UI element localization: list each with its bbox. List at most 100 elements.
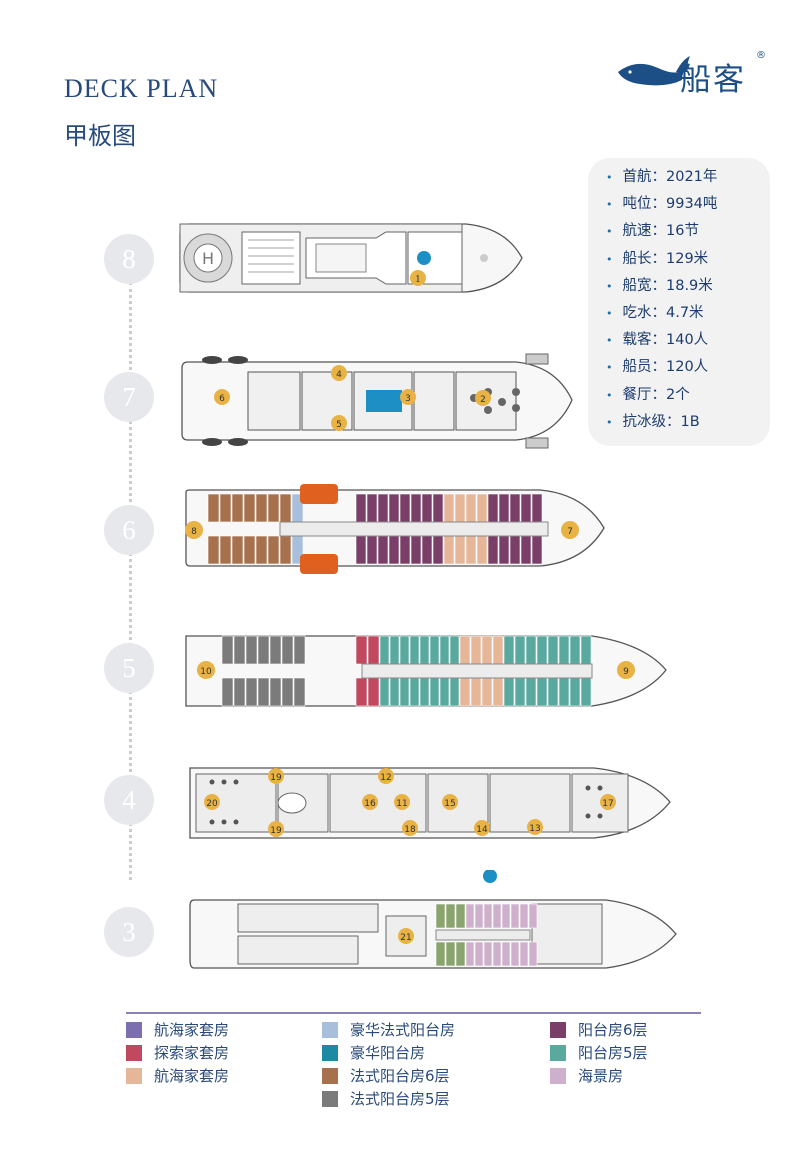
cabin-block[interactable] — [399, 535, 411, 565]
cabin-block[interactable] — [459, 635, 471, 665]
cabin-block[interactable] — [233, 677, 246, 707]
cabin-block[interactable] — [233, 635, 246, 665]
cabin-block[interactable] — [465, 903, 475, 929]
cabin-block[interactable] — [509, 535, 521, 565]
cabin-block[interactable] — [474, 941, 484, 967]
cabin-block[interactable] — [536, 677, 548, 707]
cabin-block[interactable] — [429, 677, 440, 707]
cabin-block[interactable] — [231, 535, 244, 565]
cabin-block[interactable] — [267, 535, 280, 565]
cabin-block[interactable] — [388, 493, 400, 523]
cabin-block[interactable] — [399, 677, 410, 707]
cabin-block[interactable] — [355, 535, 367, 565]
cabin-block[interactable] — [481, 677, 493, 707]
cabin-block[interactable] — [399, 493, 411, 523]
cabin-block[interactable] — [492, 903, 502, 929]
cabin-block[interactable] — [481, 635, 493, 665]
cabin-block[interactable] — [487, 493, 499, 523]
cabin-block[interactable] — [445, 941, 456, 967]
cabin-block[interactable] — [221, 677, 234, 707]
cabin-block[interactable] — [520, 493, 532, 523]
cabin-block[interactable] — [293, 635, 306, 665]
cabin-block[interactable] — [207, 535, 220, 565]
cabin-block[interactable] — [470, 677, 482, 707]
cabin-block[interactable] — [419, 677, 430, 707]
cabin-block[interactable] — [377, 535, 389, 565]
cabin-block[interactable] — [432, 493, 444, 523]
deck-5-plan[interactable]: 9 10 — [182, 630, 672, 712]
cabin-block[interactable] — [474, 903, 484, 929]
deck-6-plan[interactable]: 7 8 — [180, 478, 614, 578]
cabin-block[interactable] — [399, 635, 410, 665]
cabin-block[interactable] — [531, 535, 543, 565]
cabin-block[interactable] — [355, 493, 367, 523]
cabin-block[interactable] — [257, 677, 270, 707]
cabin-block[interactable] — [501, 941, 511, 967]
cabin-block[interactable] — [367, 635, 380, 665]
cabin-block[interactable] — [245, 635, 258, 665]
cabin-block[interactable] — [366, 535, 378, 565]
cabin-block[interactable] — [580, 677, 592, 707]
cabin-block[interactable] — [255, 535, 268, 565]
cabin-block[interactable] — [219, 535, 232, 565]
deck-4-plan[interactable]: 11 12 13 14 15 16 17 18 19 19 20 — [184, 760, 676, 846]
cabin-block[interactable] — [531, 493, 543, 523]
cabin-block[interactable] — [279, 535, 292, 565]
cabin-block[interactable] — [245, 677, 258, 707]
deck-7-plan[interactable]: 2 3 4 5 6 — [176, 352, 578, 452]
cabin-block[interactable] — [558, 677, 570, 707]
cabin-block[interactable] — [432, 535, 444, 565]
cabin-block[interactable] — [580, 635, 592, 665]
cabin-block[interactable] — [465, 493, 477, 523]
cabin-block[interactable] — [498, 493, 510, 523]
cabin-block[interactable] — [547, 677, 559, 707]
cabin-block[interactable] — [409, 635, 420, 665]
cabin-block[interactable] — [510, 903, 520, 929]
cabin-block[interactable] — [503, 677, 515, 707]
cabin-block[interactable] — [454, 535, 466, 565]
cabin-block[interactable] — [519, 941, 529, 967]
cabin-block[interactable] — [439, 635, 450, 665]
cabin-block[interactable] — [569, 635, 581, 665]
cabin-block[interactable] — [379, 635, 390, 665]
cabin-block[interactable] — [514, 635, 526, 665]
cabin-block[interactable] — [207, 493, 220, 523]
cabin-block[interactable] — [528, 903, 538, 929]
cabin-block[interactable] — [525, 635, 537, 665]
cabin-block[interactable] — [255, 493, 268, 523]
cabin-block[interactable] — [503, 635, 515, 665]
cabin-block[interactable] — [410, 535, 422, 565]
cabin-block[interactable] — [501, 903, 511, 929]
cabin-block[interactable] — [421, 535, 433, 565]
cabin-block[interactable] — [509, 493, 521, 523]
cabin-block[interactable] — [279, 493, 292, 523]
cabin-block[interactable] — [379, 677, 390, 707]
cabin-block[interactable] — [514, 677, 526, 707]
cabin-block[interactable] — [510, 941, 520, 967]
cabin-block[interactable] — [281, 635, 294, 665]
cabin-block[interactable] — [410, 493, 422, 523]
cabin-block[interactable] — [449, 677, 460, 707]
cabin-block[interactable] — [492, 635, 504, 665]
cabin-block[interactable] — [476, 535, 488, 565]
cabin-block[interactable] — [455, 941, 466, 967]
cabin-block[interactable] — [520, 535, 532, 565]
cabin-block[interactable] — [388, 535, 400, 565]
cabin-block[interactable] — [389, 677, 400, 707]
cabin-block[interactable] — [293, 677, 306, 707]
cabin-block[interactable] — [419, 635, 430, 665]
cabin-block[interactable] — [366, 493, 378, 523]
cabin-block[interactable] — [449, 635, 460, 665]
cabin-block[interactable] — [492, 941, 502, 967]
cabin-block[interactable] — [219, 493, 232, 523]
cabin-block[interactable] — [367, 677, 380, 707]
cabin-block[interactable] — [492, 677, 504, 707]
cabin-block[interactable] — [355, 677, 368, 707]
cabin-block[interactable] — [455, 903, 466, 929]
cabin-block[interactable] — [435, 941, 446, 967]
cabin-block[interactable] — [389, 635, 400, 665]
cabin-block[interactable] — [465, 535, 477, 565]
cabin-block[interactable] — [269, 635, 282, 665]
cabin-block[interactable] — [409, 677, 420, 707]
cabin-block[interactable] — [421, 493, 433, 523]
